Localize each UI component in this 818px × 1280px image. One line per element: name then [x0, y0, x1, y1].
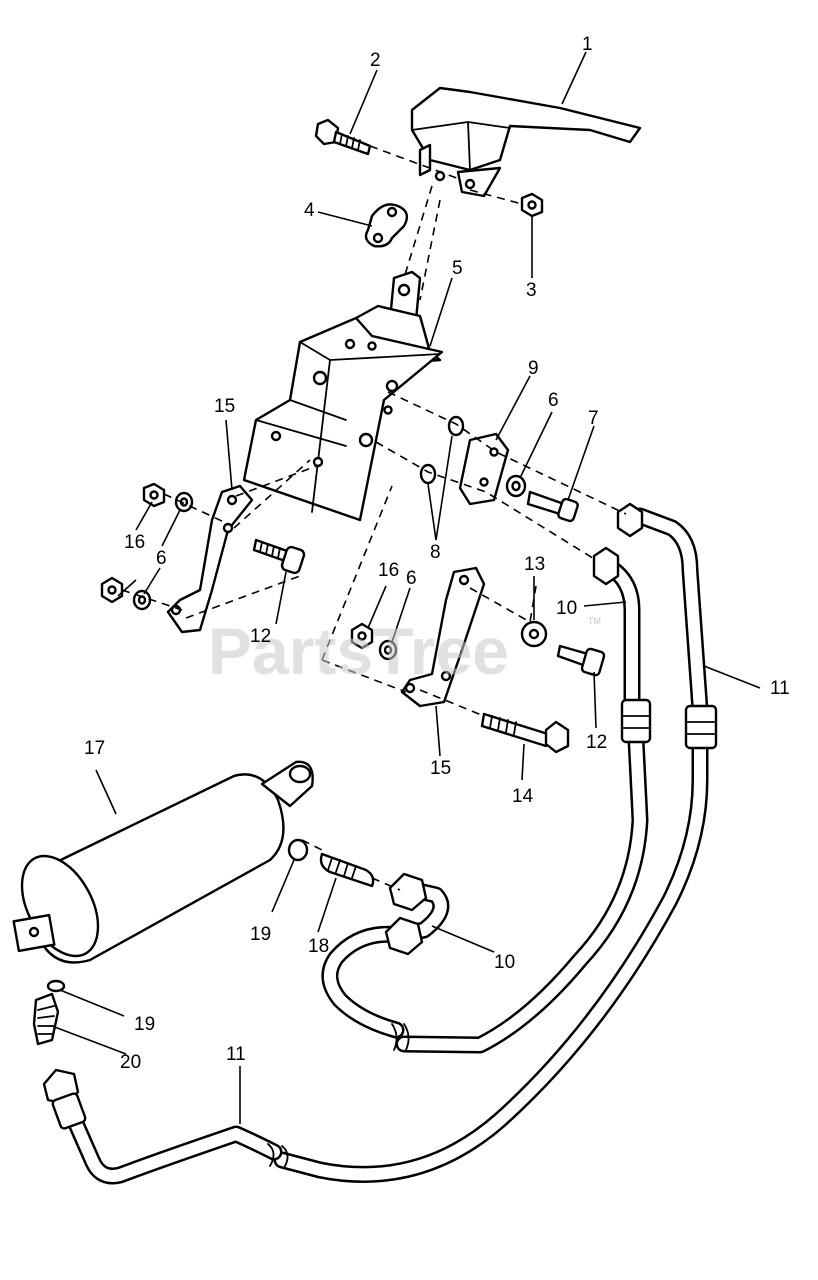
- callout-16-center: 16: [378, 560, 399, 581]
- part-6-lock-washer: [378, 639, 398, 661]
- callout-2: 2: [370, 50, 381, 71]
- callout-13: 13: [524, 554, 545, 575]
- hose-11-long: [273, 711, 709, 1183]
- part-20-elbow: [32, 992, 60, 1046]
- hose-end-nut: [384, 872, 428, 956]
- callout-1: 1: [582, 34, 593, 55]
- callout-19-lower: 19: [134, 1014, 155, 1035]
- hose-fitting: [684, 704, 718, 750]
- callout-20: 20: [120, 1052, 141, 1073]
- callout-11-lower: 11: [226, 1044, 246, 1065]
- callout-19-upper: 19: [250, 924, 271, 945]
- hose-11-lower-left: [61, 1101, 283, 1185]
- part-16-nut: [100, 576, 124, 604]
- hose-11-right-upper: [631, 507, 709, 719]
- callout-4: 4: [304, 200, 315, 221]
- part-12-bolt: [556, 644, 606, 677]
- watermark-trademark: TM: [588, 616, 601, 626]
- callout-17: 17: [84, 738, 105, 759]
- part-15-bracket-right: [400, 566, 486, 708]
- part-14-long-bolt: [480, 712, 570, 754]
- callout-16-left: 16: [124, 532, 145, 553]
- callout-11-right: 11: [770, 678, 790, 699]
- callout-6-center: 6: [406, 568, 417, 589]
- assembly-lines: [121, 145, 627, 891]
- part-13-washer: [520, 620, 548, 648]
- hose-end-nut: [42, 1068, 87, 1130]
- part-19-washer: [46, 838, 309, 993]
- callout-12-right: 12: [586, 732, 607, 753]
- callout-14: 14: [512, 786, 534, 807]
- part-16-nut: [350, 622, 374, 650]
- part-4-link-plate: [364, 203, 409, 248]
- part-9-adapter-plate: [458, 432, 510, 506]
- callout-10-lower: 10: [494, 952, 515, 973]
- callout-7: 7: [588, 408, 599, 429]
- hose-10-lower: [321, 881, 450, 1039]
- hose-break-mark: [267, 1143, 289, 1169]
- part-6-lock-washer: [132, 589, 152, 611]
- callout-15-left: 15: [214, 396, 235, 417]
- callout-3: 3: [526, 280, 537, 301]
- watermark: PartsTree: [208, 614, 509, 688]
- callout-6-left: 6: [156, 548, 167, 569]
- callout-18: 18: [308, 936, 329, 957]
- hose-end-nut: [592, 502, 644, 586]
- part-18-fitting: [319, 852, 375, 888]
- part-16-nut: [142, 482, 166, 508]
- hose-fitting: [620, 698, 652, 744]
- part-6-lock-washer: [505, 474, 527, 498]
- callout-9: 9: [528, 358, 539, 379]
- leader-lines: [51, 51, 761, 1124]
- part-6-lock-washer: [174, 491, 194, 513]
- hose-break-mark: [391, 1023, 410, 1051]
- callout-12-left: 12: [250, 626, 271, 647]
- part-5-valve-block: [242, 270, 444, 522]
- part-7-bolt: [526, 490, 579, 523]
- part-8-o-ring: [419, 415, 465, 485]
- callout-6-right: 6: [548, 390, 559, 411]
- part-3-nut: [520, 192, 544, 218]
- part-17-filter: [12, 760, 314, 964]
- part-12-screw: [252, 538, 306, 575]
- part-15-bracket-left: [166, 484, 254, 634]
- callout-10-upper: 10: [556, 598, 577, 619]
- part-2-bolt: [314, 118, 372, 156]
- callout-5: 5: [452, 258, 463, 279]
- callout-15-right: 15: [430, 758, 451, 779]
- part-1-lever-bracket: [410, 86, 642, 198]
- callout-8: 8: [430, 542, 441, 563]
- callouts: 1 2 3 4 5 6 6 6 7 8 9 10 10 11 11 12 12 …: [84, 34, 790, 1073]
